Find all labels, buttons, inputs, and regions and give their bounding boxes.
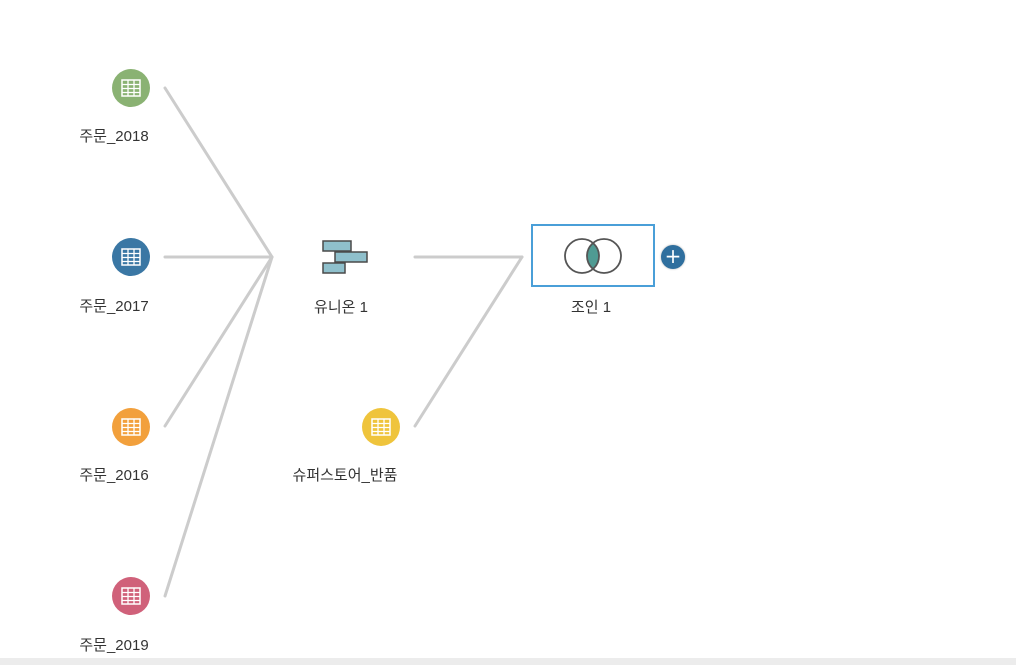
table-icon xyxy=(121,248,141,266)
table-icon xyxy=(121,587,141,605)
source-label-2019: 주문_2019 xyxy=(79,637,149,654)
join-step-label: 조인 1 xyxy=(570,299,612,316)
source-node-2017[interactable] xyxy=(112,238,150,276)
inner-join-icon xyxy=(564,237,622,274)
table-icon xyxy=(371,418,391,436)
source-node-returns[interactable] xyxy=(362,408,400,446)
connector-2016-to-union xyxy=(163,255,274,428)
source-node-2019[interactable] xyxy=(112,577,150,615)
source-label-2017: 주문_2017 xyxy=(79,298,149,315)
connector-returns-to-join xyxy=(413,255,524,428)
connector-2019-to-union xyxy=(163,255,274,598)
source-label-2016: 주문_2016 xyxy=(79,467,149,484)
join-step-node[interactable] xyxy=(531,224,655,287)
union-step-label: 유니온 1 xyxy=(314,299,368,316)
connector-2018-to-union xyxy=(163,86,274,259)
plus-icon: + xyxy=(664,244,682,268)
table-icon xyxy=(121,418,141,436)
table-icon xyxy=(121,79,141,97)
union-icon xyxy=(322,240,368,274)
source-label-2018: 주문_2018 xyxy=(79,128,149,145)
bottom-scrollbar-track[interactable] xyxy=(0,658,1016,665)
add-step-button[interactable]: + xyxy=(661,245,685,269)
union-step-node[interactable] xyxy=(322,240,370,281)
source-node-2018[interactable] xyxy=(112,69,150,107)
source-label-returns: 슈퍼스토어_반품 xyxy=(292,467,398,484)
source-node-2016[interactable] xyxy=(112,408,150,446)
